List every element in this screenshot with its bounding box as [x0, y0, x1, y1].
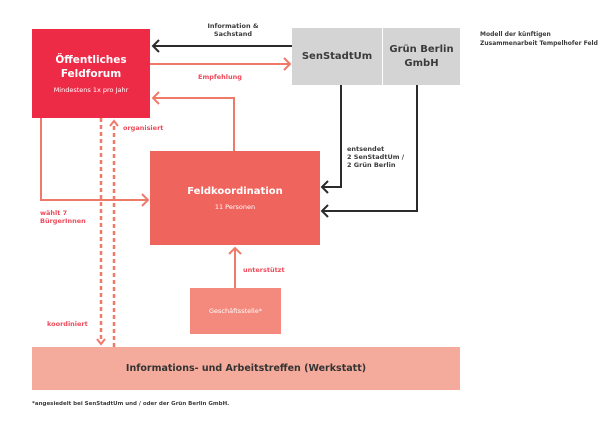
edge-information — [151, 39, 292, 53]
node-feldkoordination[interactable]: Feldkoordination 11 Personen — [150, 151, 320, 245]
node-subtitle: 11 Personen — [214, 202, 256, 211]
label-empfehlung: Empfehlung — [198, 73, 242, 81]
node-gruen-berlin[interactable]: Grün Berlin GmbH — [383, 28, 460, 85]
label-information: Information & Sachstand — [198, 22, 268, 38]
label-organisiert: organisiert — [123, 124, 164, 132]
node-werkstatt[interactable]: Informations- und Arbeitstreffen (Werkst… — [32, 347, 460, 390]
node-title-line: Öffentliches — [55, 54, 127, 66]
footnote: *angesiedelt bei SenStadtUm und / oder d… — [32, 401, 230, 407]
node-title: SenStadtUm — [301, 51, 373, 62]
edge-entsendet-senstadtum — [320, 85, 342, 194]
label-line: Sachstand — [213, 30, 253, 38]
label-line: 2 Grün Berlin — [347, 161, 396, 169]
edge-entsendet-gruen — [320, 85, 418, 218]
edge-empfehlung — [150, 57, 292, 71]
label-waehlt: wählt 7 BürgerInnen — [40, 209, 86, 225]
label-line: Information & — [207, 22, 259, 30]
node-title: Geschäftsstelle* — [208, 307, 262, 315]
edge-waehlt — [40, 118, 150, 207]
edge-feldkoordination-to-forum — [151, 91, 235, 151]
node-oeffentliches-feldforum[interactable]: Öffentliches Feldforum Mindestens 1x pro… — [32, 29, 150, 118]
edge-organisiert — [109, 119, 119, 347]
label-entsendet: entsendet 2 SenStadtUm / 2 Grün Berlin — [347, 145, 404, 169]
label-unterstuetzt: unterstützt — [243, 266, 285, 274]
node-subtitle: Mindestens 1x pro Jahr — [53, 86, 129, 94]
node-title-line: Grün Berlin — [389, 43, 454, 55]
label-line: BürgerInnen — [40, 217, 86, 225]
label-line: 2 SenStadtUm / — [347, 153, 405, 161]
title-line: Zusammenarbeit Tempelhofer Feld — [480, 40, 598, 47]
label-koordiniert: koordiniert — [47, 320, 88, 328]
node-title: Informations- und Arbeitstreffen (Werkst… — [125, 363, 367, 374]
title-line: Modell der künftigen — [480, 31, 551, 38]
node-title: Feldkoordination — [187, 185, 283, 197]
edge-koordiniert — [96, 118, 106, 346]
label-line: wählt 7 — [40, 209, 68, 217]
diagram-title: Modell der künftigen Zusammenarbeit Temp… — [480, 30, 598, 48]
node-title-line: Feldforum — [60, 68, 122, 80]
node-senstadtum[interactable]: SenStadtUm — [292, 28, 382, 85]
edge-unterstuetzt — [228, 246, 242, 288]
node-geschaeftsstelle[interactable]: Geschäftsstelle* — [190, 288, 281, 334]
label-line: entsendet — [347, 145, 385, 153]
node-title-line: GmbH — [404, 57, 439, 69]
